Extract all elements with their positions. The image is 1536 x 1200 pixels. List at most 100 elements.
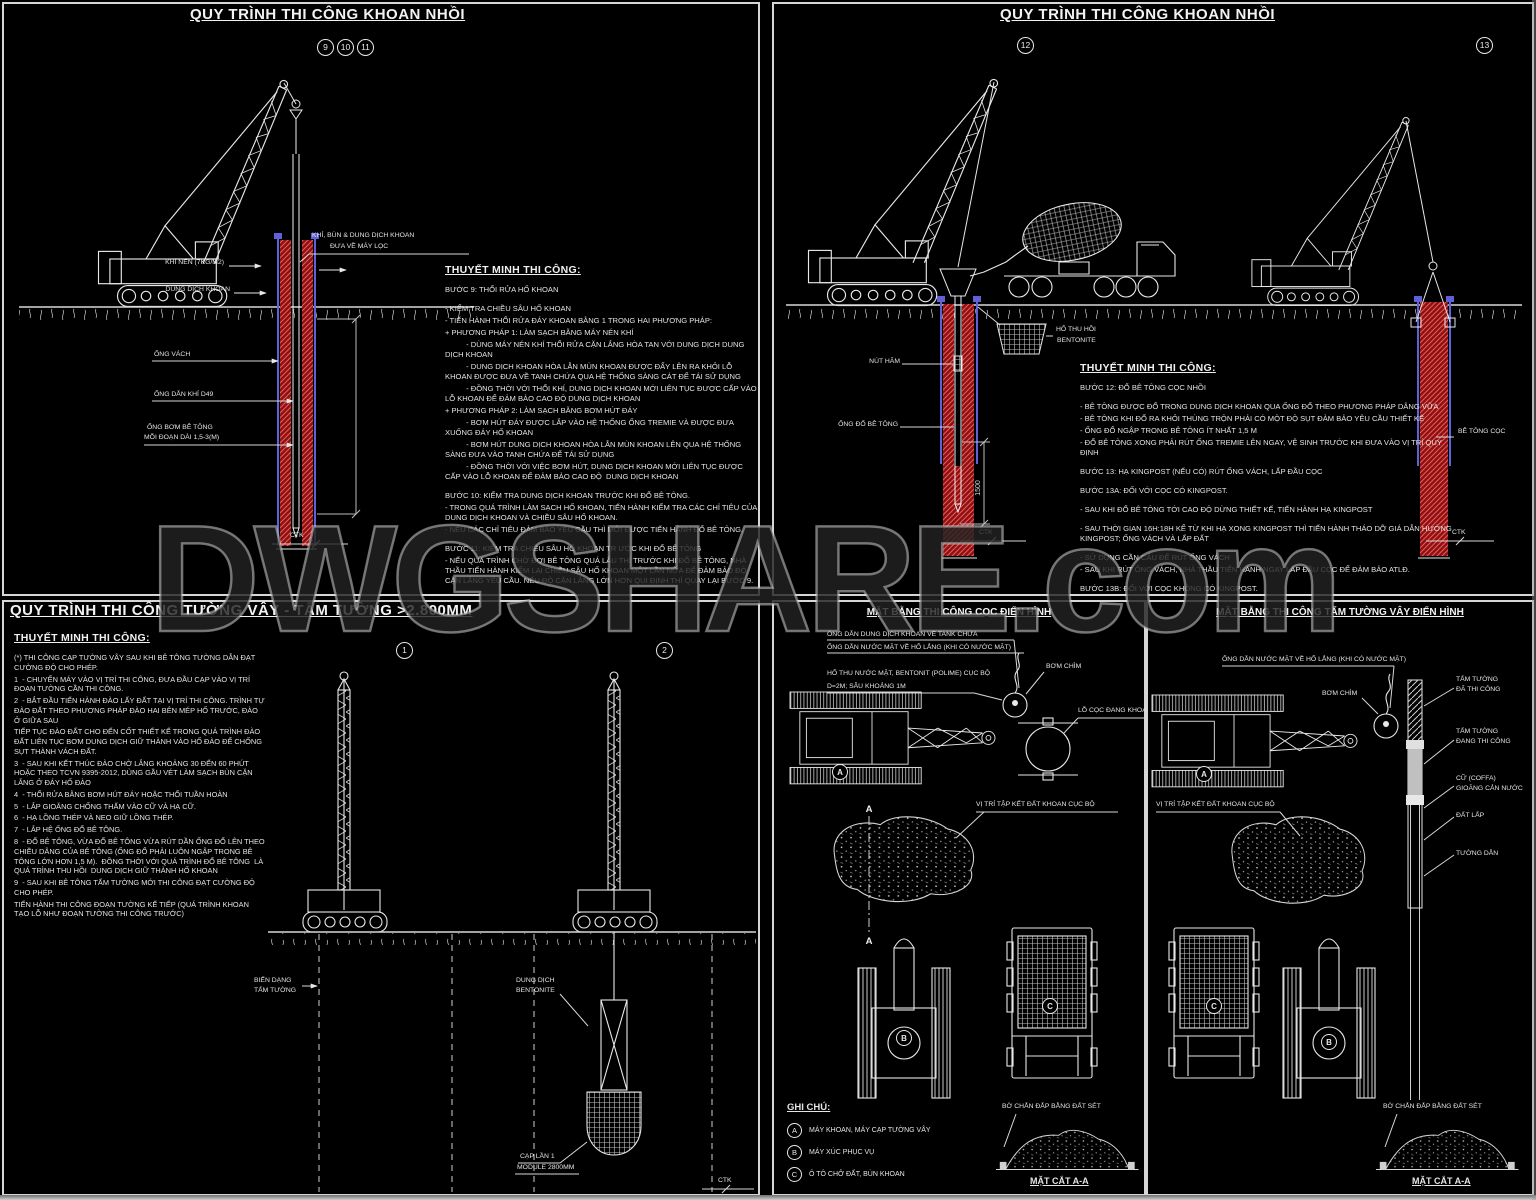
note-line: - DÙNG MÁY NÉN KHÍ THỔI RỬA CẶN LẮNG HÒA… <box>445 340 747 360</box>
label-ctk: CTK <box>718 1177 732 1184</box>
trench-outline-1 <box>318 934 453 1192</box>
label-guide-wall: TƯỜNG DẪN <box>1456 850 1499 857</box>
pile-site-plan-drawing: A A A B C <box>789 639 1144 1170</box>
note-line: BƯỚC 12: ĐỔ BÊ TÔNG CỌC NHỒI <box>1080 383 1206 392</box>
step-badge-11: 11 <box>357 39 374 56</box>
dim-1500: 1500 <box>975 480 982 496</box>
legend-key-badge: B <box>787 1145 802 1160</box>
grab-rig-plan <box>1151 694 1358 788</box>
label-air-mud-return: KHÍ, BÙN & DUNG DỊCH KHOAN <box>312 232 415 239</box>
legend-title: GHI CHÚ: <box>787 1102 831 1113</box>
concreting-drawing: 1500 <box>786 78 1522 559</box>
q4-right-title: MẶT BẰNG THI CÔNG TẤM TƯỜNG VÂY ĐIỂN HÌN… <box>1216 607 1464 618</box>
legend-item: B MÁY XÚC PHỤC VỤ <box>787 1145 931 1160</box>
step-badge-9: 9 <box>317 39 334 56</box>
spoil-stockpile <box>1231 816 1366 904</box>
note-line: - NẾU CÁC CHỈ TIÊU ĐẢM BẢO YÊU CẦU THÌ M… <box>445 525 744 535</box>
submersible-pump <box>1373 673 1399 739</box>
svg-text:C: C <box>1211 1002 1217 1011</box>
q3-title: QUY TRÌNH THI CÔNG TƯỜNG VÂY - TẤM TƯỜNG… <box>10 602 473 619</box>
note-line: 6 - HẠ LỒNG THÉP VÀ NEO GIỮ LỒNG THÉP. <box>14 813 174 823</box>
svg-text:B: B <box>901 1034 907 1043</box>
q2-notes-title: THUYẾT MINH THI CÔNG: <box>1080 362 1216 374</box>
label-collection-pit: HỐ THU NƯỚC MẶT, BENTONIT (POLIME) CỤC B… <box>827 670 991 677</box>
note-line <box>1080 460 1454 465</box>
label-hole-being-drilled: LỖ CỌC ĐANG KHOAN <box>1078 707 1152 714</box>
note-line: BƯỚC 11: KIỂM TRA CHIỀU SÂU HỐ KHOAN TR … <box>445 544 702 554</box>
q2-notes-list: BƯỚC 12: ĐỔ BÊ TÔNG CỌC NHỒI - BÊ TÔNG ĐƯ… <box>1080 383 1454 645</box>
note-line: - BÊ TÔNG ĐƯỢC ĐỔ TRONG DUNG DỊCH KHOAN … <box>1080 402 1439 412</box>
q1-notes-block: THUYẾT MINH THI CÔNG: BƯỚC 9: THỔI RỬA H… <box>445 264 757 588</box>
svg-text:A: A <box>837 768 843 777</box>
clay-berm-section <box>1375 1129 1519 1170</box>
label-surface-water-pipe: ỐNG DẪN NƯỚC MẶT VỀ HỐ LẮNG (KHI CÓ NƯỚC… <box>1222 656 1407 663</box>
label-tremie-pipe: ỐNG ĐỔ BÊ TÔNG <box>838 421 898 428</box>
label-concrete-pipe: ỐNG BƠM BÊ TÔNG <box>147 424 213 431</box>
label-wall-done: TẤM TƯỜNG <box>1456 676 1499 683</box>
section-letter-bottom: A <box>866 936 873 947</box>
note-line: + PHƯƠNG PHÁP 1: LÀM SẠCH BẰNG MÁY NÉN K… <box>445 328 634 338</box>
machine-c-badge: C <box>1206 998 1222 1014</box>
legend-list: A MÁY KHOAN, MÁY CẠP TƯỜNG VÂY B MÁY XÚC… <box>787 1123 931 1182</box>
submersible-pump <box>1002 652 1028 718</box>
q2-title: QUY TRÌNH THI CÔNG KHOAN NHỒI <box>1000 6 1276 23</box>
panel-pile-site-plan: A A A B C MẶT BẰNG THI CÔNG CỌC ĐIỂN HÌN… <box>772 600 1152 1196</box>
note-line: - KIỂM TRA CHIỀU SÂU HỐ KHOAN <box>445 304 572 314</box>
note-line: TIẾP TỤC ĐÀO ĐẤT CHO ĐẾN CỐT THIẾT KẾ TR… <box>14 727 265 756</box>
note-line: - BÊ TÔNG KHI ĐỔ RA KHỎI THÙNG TRỘN PHẢI… <box>1080 414 1425 424</box>
note-line: BƯỚC 13A: ĐỐI VỚI CỌC CÓ KINGPOST. <box>1080 486 1228 496</box>
label-casing: ỐNG VÁCH <box>154 351 191 358</box>
q1-title: QUY TRÌNH THI CÔNG KHOAN NHỒI <box>190 6 466 23</box>
note-line: - ĐỒNG THỜI VỚI VIỆC BƠM HÚT, DUNG DỊCH … <box>445 462 745 482</box>
label-clay-berm: BỜ CHẮN ĐẮP BẰNG ĐẤT SÉT <box>1383 1103 1482 1110</box>
clamshell-grab <box>586 932 642 1156</box>
trench-outline-2 <box>533 934 713 1192</box>
label-ctk-1: CTK <box>979 529 993 536</box>
concrete-mixer-truck <box>969 202 1176 298</box>
legend-item: A MÁY KHOAN, MÁY CẠP TƯỜNG VÂY <box>787 1123 931 1138</box>
note-line: BƯỚC 10: KIỂM TRA DUNG DỊCH KHOAN TRƯỚC … <box>445 491 690 501</box>
step-badge-13: 13 <box>1476 37 1493 54</box>
q2-notes-block: THUYẾT MINH THI CÔNG: BƯỚC 12: ĐỔ BÊ TÔN… <box>1080 362 1454 647</box>
note-line: - ỐNG ĐỔ NGẬP TRONG BÊ TÔNG ÍT NHẤT 1,5 … <box>1080 426 1257 436</box>
panel-wall-site-plan: A C B MẶT BẰNG THI CÔNG TẤM TƯỜNG VÂY ĐI… <box>1146 600 1534 1196</box>
label-compressed-air: KHÍ NÉN (7KG/M2) <box>165 259 224 266</box>
note-line: - NẾU QUÁ TRÌNH CHỜ ĐỢI BÊ TÔNG QUÁ LÂU … <box>445 556 754 586</box>
note-line: BƯỚC 13: HẠ KINGPOST (NẾU CÓ) RÚT ỐNG VÁ… <box>1080 467 1323 477</box>
label-bentonite-fluid: DUNG DỊCH <box>516 977 555 984</box>
label-wall-deformation: BIẾN DẠNG <box>254 977 292 984</box>
panel-diaphragm-wall-process: QUY TRÌNH THI CÔNG TƯỜNG VÂY - TẤM TƯỜNG… <box>2 600 760 1196</box>
pile-flushing-drawing <box>19 79 474 550</box>
label-wall-done-2: ĐÃ THI CÔNG <box>1456 686 1501 693</box>
crawler-crane-2-drawing <box>1251 117 1410 306</box>
step-badge-10: 10 <box>337 39 354 56</box>
q4-legend: GHI CHÚ: A MÁY KHOAN, MÁY CẠP TƯỜNG VÂY … <box>787 1102 931 1189</box>
section-letter-top: A <box>866 804 873 815</box>
note-line: - SAU THỜI GIAN 16H:18H KỂ TỪ KHI HẠ XON… <box>1080 524 1454 544</box>
note-line <box>1080 517 1454 522</box>
diaphragm-wall-plan-strip <box>1406 679 1424 1100</box>
label-stop-end-2: GIOĂNG CẢN NƯỚC <box>1456 785 1523 792</box>
crawler-crane-drawing <box>97 79 289 308</box>
note-line: 7 - LẮP HỆ ỐNG ĐỔ BÊ TÔNG. <box>14 825 123 835</box>
crawler-crane-drawing <box>807 78 999 307</box>
note-line: - SAU KHI ĐỔ BÊ TÔNG TỚI CAO ĐỘ DỪNG THI… <box>1080 505 1373 515</box>
note-line: TIẾN HÀNH THI CÔNG ĐOẠN TƯỜNG KẾ TIẾP (Q… <box>14 899 251 919</box>
label-spoil-area: VỊ TRÍ TẬP KẾT ĐẤT KHOAN CỤC BỘ <box>1156 801 1275 808</box>
note-line: (*) THI CÔNG CẠP TƯỜNG VÂY SAU KHI BÊ TÔ… <box>14 653 258 672</box>
finished-pile-section <box>1410 261 1456 559</box>
grab-rig-1-drawing <box>302 671 388 933</box>
note-line: - TRONG QUÁ TRÌNH LÀM SẠCH HỐ KHOAN, TIẾ… <box>445 503 760 523</box>
label-submersible-pump: BƠM CHÌM <box>1322 690 1358 697</box>
panel-bored-pile-steps-12-13: 1500 QUY TRÌNH THI CÔNG KHOAN NHỒI 12 13… <box>772 2 1534 644</box>
clay-berm-section <box>995 1129 1139 1170</box>
note-line <box>1080 577 1454 582</box>
note-line: 2 - BẮT ĐẦU TIẾN HÀNH ĐÀO LẤY ĐẤT TẠI VỊ… <box>14 696 267 725</box>
q1-notes-list: BƯỚC 9: THỔI RỬA HỐ KHOAN- KIỂM TRA CHIỀ… <box>445 285 757 586</box>
bored-pile-section <box>274 119 319 550</box>
note-line: - BƠM HÚT DUNG DỊCH KHOAN HÒA LẪN MÙN KH… <box>445 440 744 460</box>
label-grab-module: MODULE 2800MM <box>517 1164 575 1171</box>
note-line: 9 - SAU KHI BÊ TÔNG TẤM TƯỜNG MỚI THI CÔ… <box>14 878 257 897</box>
q4-left-title: MẶT BẰNG THI CÔNG CỌC ĐIỂN HÌNH <box>866 607 1052 618</box>
bentonite-recovery-basket <box>977 306 1053 355</box>
